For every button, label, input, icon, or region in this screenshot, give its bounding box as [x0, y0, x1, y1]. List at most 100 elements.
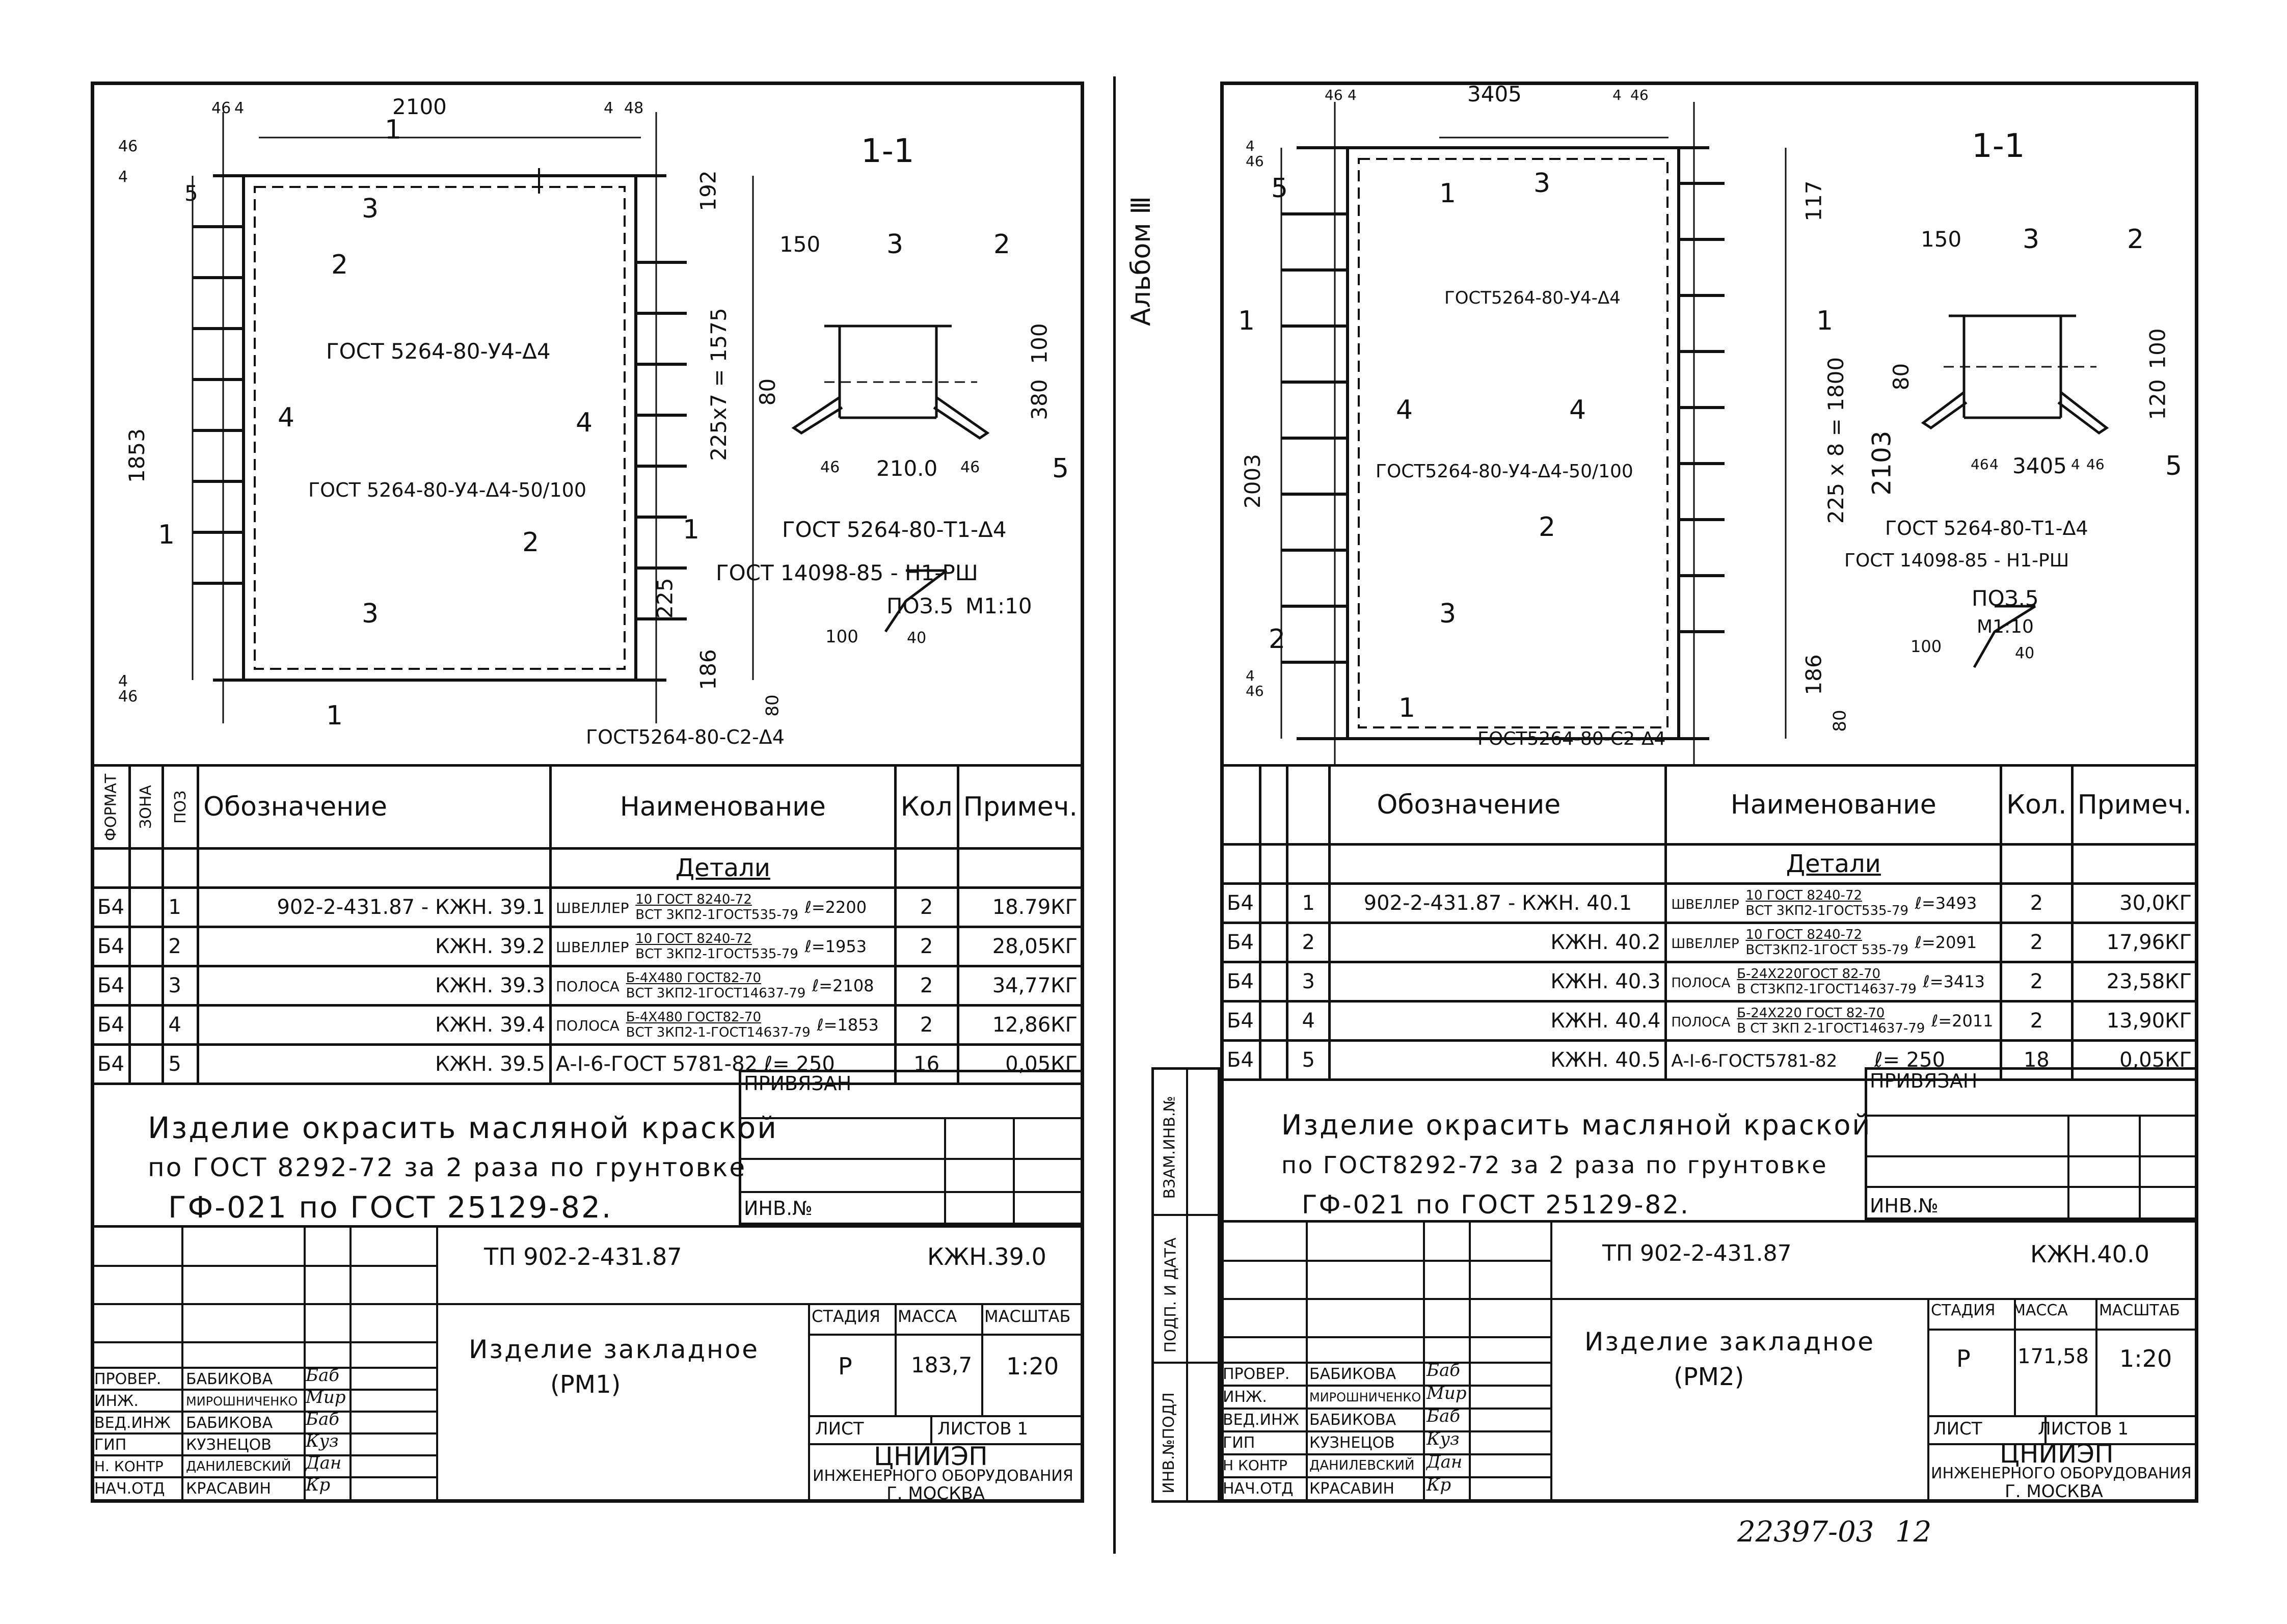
dim-top-right-b: 46 [1630, 87, 1649, 103]
signer-name: ДАНИЛЕВСКИЙ [186, 1459, 291, 1474]
spec-table-right: Обозначение Наименование Кол. Примеч. Де… [1220, 764, 2199, 1081]
cell-len: ℓ=1953 [804, 937, 867, 956]
section-mark-left: 1 [158, 520, 175, 550]
dim-top-right-b: 48 [624, 99, 644, 117]
cell-designation: КЖН. 40.4 [1328, 1000, 1667, 1042]
cell-name-c: ВСТ 3КП2-1ГОСТ535-79 [635, 907, 798, 923]
note-line: Изделие окрасить масляной краской [148, 1111, 778, 1145]
cell-name-a: ПОЛОСА [556, 1017, 620, 1034]
note-line: ГФ-021 по ГОСТ 25129-82. [168, 1190, 613, 1225]
scale-value: 1:20 [2119, 1345, 2172, 1372]
dim-top-right-a: 4 [604, 99, 614, 117]
sheet-left-plan-drawing [192, 112, 990, 723]
signer-signature: Дан [1427, 1452, 1463, 1472]
cell-name-c: ВСТ 3КП2-1ГОСТ535-79 [635, 946, 798, 962]
section-gost-a: ГОСТ 5264-80-Т1-Δ4 [782, 517, 1007, 542]
signer-signature: Баб [306, 1409, 340, 1429]
dim-height: 2003 [1240, 454, 1265, 508]
dim-height: 1853 [124, 428, 149, 483]
list-header: ЛИСТ [1933, 1419, 1982, 1439]
cell-format: Б4 [91, 1043, 131, 1085]
signer-role: НАЧ.ОТД [94, 1480, 165, 1498]
mass-value: 171,58 [2017, 1345, 2089, 1368]
cell-name-a: ШВЕЛЛЕР [556, 900, 629, 916]
note-line: по ГОСТ8292-72 за 2 раза по грунтовке [1281, 1151, 1828, 1179]
mass-value: 183,7 [911, 1352, 973, 1377]
cell-name-b: Б-4Х480 ГОСТ82-70 [626, 970, 762, 986]
signer-role: ВЕД.ИНЖ [1223, 1411, 1299, 1429]
col-qty: Кол. [2000, 764, 2074, 846]
scale-header: МАСШТАБ [984, 1307, 1071, 1326]
note-line: по ГОСТ 8292-72 за 2 раза по грунтовке [148, 1153, 747, 1182]
stage-header: СТАДИЯ [812, 1307, 880, 1326]
spec-header-row: Обозначение Наименование Кол. Примеч. [1220, 764, 2199, 846]
signer-name: КРАСАВИН [186, 1480, 271, 1498]
col-designation: Обозначение [197, 764, 552, 850]
cell-format: Б4 [91, 886, 131, 928]
gost-label-1: ГОСТ 5264-80-У4-Δ4 [326, 339, 551, 364]
privyazan-box-left [739, 1070, 1084, 1225]
table-row: Б4 3 КЖН. 40.3 ПОЛОСА Б-24Х220ГОСТ 82-70… [1220, 961, 2199, 1003]
title-block-grid-left [91, 1225, 1084, 1503]
signer-role: ГИП [94, 1436, 127, 1454]
cell-note: 17,96КГ [2070, 922, 2199, 963]
dim-left-a: 4 [1246, 138, 1255, 154]
cell-name-b: 10 ГОСТ 8240-72 [1745, 927, 1863, 942]
mass-header: МАССА [2012, 1302, 2068, 1319]
cell-name-a: ПОЛОСА [556, 978, 620, 995]
cell-format: Б4 [91, 926, 131, 967]
mark-4-left: 4 [1396, 395, 1413, 425]
section-dim-46a: 46 [1971, 456, 1989, 473]
cell-name-a: А-I-6-ГОСТ 5781-82 [556, 1052, 758, 1076]
side-label-vzam: ВЗАМ.ИНВ.№ [1161, 1096, 1179, 1199]
dim-top-left-a: 46 [211, 99, 231, 117]
cell-pos: 4 [1285, 1000, 1331, 1042]
signer-signature: Куз [306, 1431, 339, 1451]
section-dim-4a: 4 [1989, 456, 1999, 473]
mark-3-top: 3 [1533, 168, 1551, 199]
signer-role: НАЧ.ОТД [1223, 1480, 1294, 1498]
section-drawing-right [1921, 314, 2109, 668]
paint-note-right: Изделие окрасить масляной краской по ГОС… [1281, 1105, 1871, 1225]
cell-note: 28,05КГ [956, 926, 1085, 967]
spec-header-row: ФОРМАТ ЗОНА ПОЗ Обозначение Наименование… [92, 764, 1085, 850]
mark-4-left: 4 [278, 402, 295, 433]
cell-pos: 3 [1285, 961, 1331, 1003]
cell-name-a: ПОЛОСА [1671, 1015, 1731, 1030]
dim-right-mid: 225 x 8 = 1800 [1823, 357, 1849, 524]
gost-label-2: ГОСТ5264-80-У4-Δ4-50/100 [1376, 461, 1633, 482]
section-dim-46b: 46 [960, 458, 980, 476]
cell-format: Б4 [1220, 922, 1261, 963]
detail-label: ПОЗ.5 [1972, 586, 2039, 611]
dim-top-left-b: 4 [1348, 87, 1357, 103]
dim-left-a: 4 [118, 168, 128, 186]
table-row: Б4 1 902-2-431.87 - КЖН. 40.1 ШВЕЛЛЕР 10… [1220, 882, 2199, 924]
cell-designation: 902-2-431.87 - КЖН. 40.1 [1328, 882, 1667, 924]
cell-name-a: ШВЕЛЛЕР [1671, 936, 1739, 952]
cell-qty: 2 [894, 926, 959, 967]
cell-format: Б4 [1220, 882, 1261, 924]
cell-name-c: ВСТ3КП2-1ГОСТ 535-79 [1745, 942, 1909, 958]
detail-dim-40: 40 [2015, 644, 2035, 662]
cell-note: 18.79КГ [956, 886, 1085, 928]
center-divider [1113, 76, 1116, 1554]
lists-header: ЛИСТОВ 1 [2038, 1419, 2129, 1439]
title-block-grid-right [1220, 1220, 2198, 1503]
cell-qty: 16 [894, 1043, 959, 1085]
mark-2-left: 2 [1269, 624, 1286, 655]
spec-section-row: Детали [91, 847, 1085, 889]
dim-right-bottom: 186 [695, 649, 721, 690]
col-name: Наименование [549, 764, 897, 850]
dim-right-bottom: 186 [1801, 654, 1826, 695]
mark-3-bottom: 3 [1439, 599, 1457, 629]
project-code: ТП 902-2-431.87 [1602, 1240, 1792, 1266]
signer-signature: Баб [1427, 1406, 1461, 1426]
col-format: ФОРМАТ [92, 765, 130, 849]
section-dim-4b: 4 [2071, 456, 2080, 473]
project-code: ТП 902-2-431.87 [484, 1243, 682, 1270]
dim-right-step: 225 [652, 578, 678, 619]
